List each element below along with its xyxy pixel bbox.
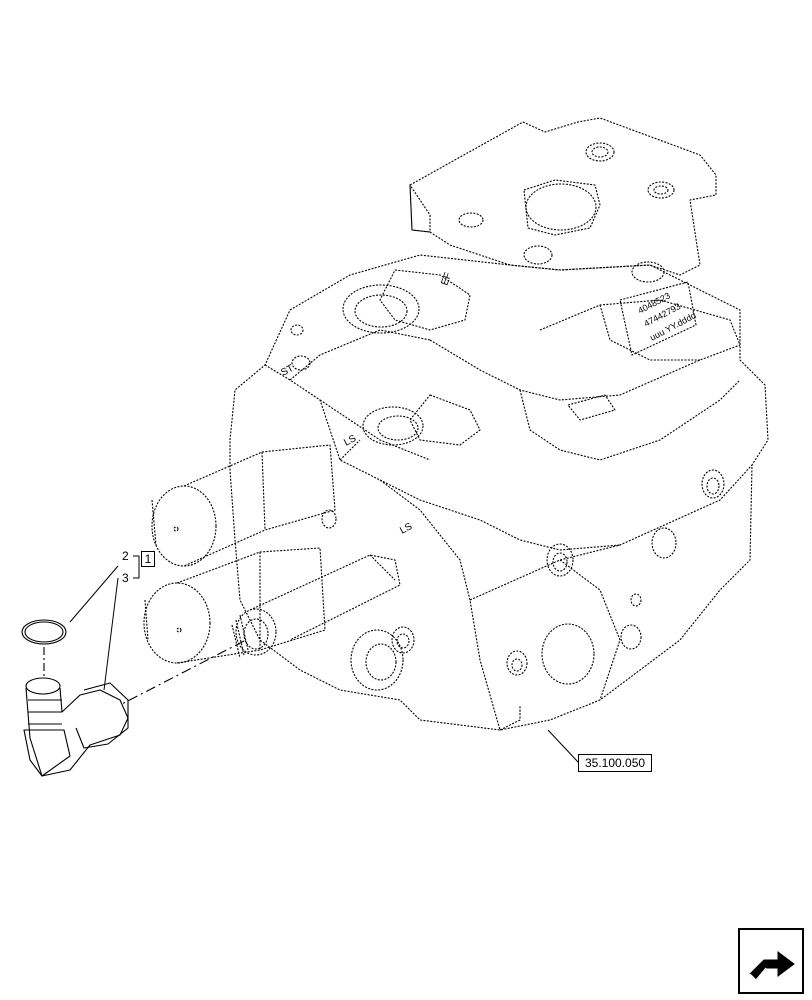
valve-top-block — [409, 117, 717, 283]
section-marking-c: LS — [342, 433, 358, 449]
assembly-centerline — [119, 640, 245, 706]
callout-item-3: 3 — [122, 571, 129, 585]
stamp-plate — [619, 281, 697, 356]
arrow-glyph — [749, 951, 795, 981]
valve-lower-plug — [143, 547, 401, 664]
section-marking-a: EF — [439, 271, 454, 287]
callout-leaders — [69, 555, 579, 763]
valve-upper-plug — [151, 444, 336, 567]
section-marking-b: ST — [279, 363, 295, 379]
o-ring-part — [21, 619, 67, 645]
next-page-arrow-icon[interactable] — [738, 928, 804, 994]
callout-item-2: 2 — [122, 549, 129, 563]
section-marking-d: LS — [398, 521, 414, 537]
elbow-fitting-part — [23, 677, 129, 777]
valve-main-body — [229, 254, 769, 731]
callout-group-box: 1 — [141, 551, 155, 567]
reference-callout[interactable]: 35.100.050 — [578, 754, 653, 772]
